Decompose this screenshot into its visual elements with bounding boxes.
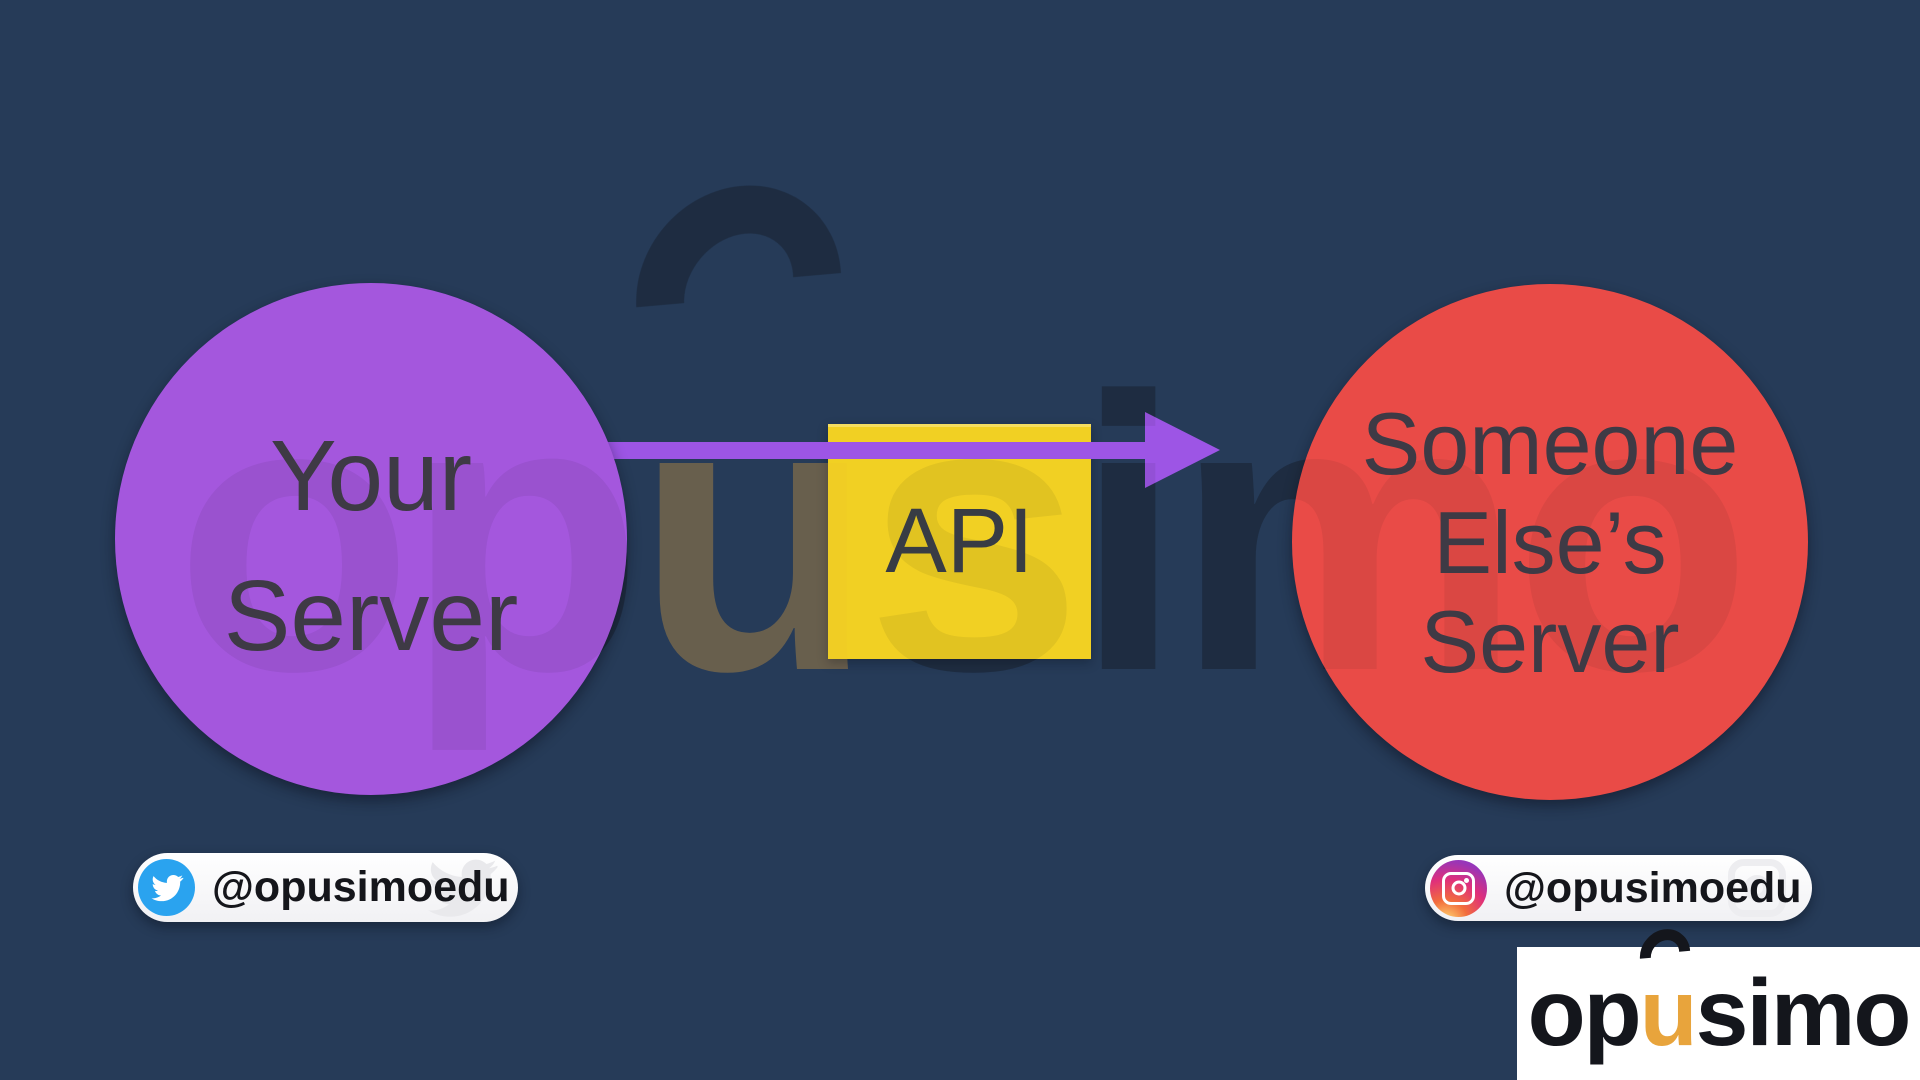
instagram-camera-ghost-icon	[1728, 859, 1786, 917]
logo-magnet-u-icon: u	[1639, 960, 1698, 1066]
your-server-circle	[115, 283, 627, 795]
someone-elses-server-circle	[1292, 284, 1808, 800]
instagram-icon	[1430, 859, 1487, 917]
logo-text: op	[1527, 960, 1642, 1066]
twitter-bird-icon	[150, 874, 183, 901]
api-label: API	[828, 424, 1091, 659]
label-line: Someone	[1361, 393, 1739, 493]
label-line: API	[885, 490, 1034, 592]
twitter-handle: @opusimoedu	[212, 863, 510, 911]
your-server-label: Your Server	[115, 283, 627, 795]
instagram-badge[interactable]: @opusimoedu	[1425, 855, 1812, 921]
logo-text: simo	[1695, 960, 1912, 1066]
api-box	[828, 424, 1091, 659]
twitter-icon	[138, 859, 195, 916]
label-line: Else’s	[1433, 492, 1667, 592]
instagram-camera-icon	[1442, 871, 1475, 905]
label-line: Server	[1420, 591, 1680, 691]
label-line: Server	[223, 560, 519, 672]
label-line: Your	[269, 420, 473, 532]
instagram-handle: @opusimoedu	[1504, 863, 1802, 912]
someone-elses-server-label: Someone Else’s Server	[1292, 284, 1808, 800]
twitter-badge[interactable]: @opusimoedu	[133, 853, 518, 922]
twitter-bird-ghost-icon	[428, 859, 498, 917]
arrow-head-icon	[1145, 412, 1220, 488]
